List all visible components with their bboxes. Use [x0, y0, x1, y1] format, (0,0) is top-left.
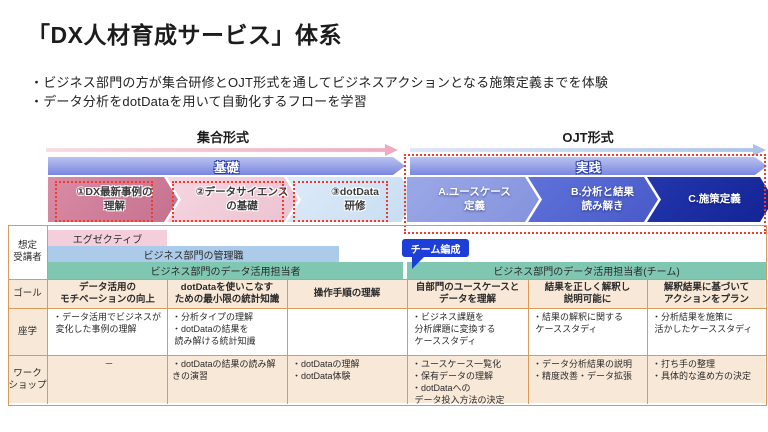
table-cell-goal-5: 結果を正しく解釈し 説明可能に — [544, 281, 631, 305]
grid-line — [8, 308, 766, 309]
group-training-phase-label: 集合形式 — [196, 130, 249, 145]
table-cell-goal-6: 解釈結果に基づいて アクションをプラン — [663, 281, 750, 305]
table-cell-goal-4: 自部門のユースケースと データを理解 — [415, 281, 520, 305]
step-chevron-analysis-results: B.分析と結果 読み解き — [528, 177, 661, 222]
step-chevron-usecase-definition: A.ユースケース 定義 — [407, 177, 542, 222]
ojt-phase-label: OJT形式 — [562, 130, 614, 145]
highlight-box-ojt-section — [404, 154, 766, 234]
audience-bar-managers: ビジネス部門の管理職 — [48, 246, 339, 262]
table-cell-lecture-1: ・データ活用でビジネスが 変化した事例の理解 — [53, 312, 162, 334]
grid-line — [8, 355, 766, 356]
table-cell-lecture-4: ・ビジネス課題を 分析課題に変換する ケーススタディ — [412, 312, 496, 346]
grid-line — [287, 279, 288, 404]
audience-bar-data-users-team: ビジネス部門のデータ活用担当者(チーム) — [407, 262, 766, 279]
basic-band-arrow: 基礎 — [48, 157, 405, 175]
table-cell-workshop-4: ・ユースケース一覧化 ・保有データの理解 ・dotDataへの データ投入方法の… — [412, 359, 505, 405]
table-cell-lecture-2: ・分析タイプの理解 ・dotDataの結果を 読み解ける統計知識 — [172, 312, 256, 346]
highlight-box-step-3 — [293, 181, 388, 222]
highlight-box-step-2 — [172, 181, 284, 222]
grid-line — [528, 279, 529, 404]
step-chevron-dx-cases: ①DX最新事例の 理解 — [48, 177, 181, 222]
table-cell-workshop-1: － — [104, 359, 114, 369]
intro-bullet-1: ・ビジネス部門の方が集合研修とOJT形式を通してビジネスアクションとなる施策定義… — [30, 75, 609, 90]
lecture-row-label: 座学 — [17, 325, 37, 337]
grid-line — [407, 279, 408, 404]
audience-bar-data-users: ビジネス部門のデータ活用担当者 — [48, 262, 403, 279]
workshop-row-label: ワーク ショップ — [8, 367, 47, 391]
step-chevron-data-science: ②データサイエンス の基礎 — [167, 177, 301, 222]
team-formation-callout-tail — [412, 256, 425, 269]
audience-row-label: 想定 受講者 — [13, 240, 42, 263]
goal-row-background — [9, 279, 765, 308]
step-chevron-dotdata-training: ③dotData 研修 — [287, 177, 407, 222]
highlight-box-step-1 — [55, 181, 153, 222]
basic-band-label: 基礎 — [213, 160, 239, 175]
practice-band-label: 実践 — [575, 160, 601, 175]
table-cell-goal-2: dotDataを使いこなす ための最小限の統計知識 — [174, 281, 280, 305]
table-cell-lecture-6: ・分析結果を施策に 活かしたケーススタディ — [652, 312, 753, 334]
table-cell-workshop-6: ・打ち手の整理 ・具体的な進め方の決定 — [652, 359, 752, 381]
practice-band-arrow: 実践 — [410, 157, 767, 175]
grid-line — [47, 225, 48, 404]
workshop-row-background — [9, 355, 765, 403]
step-chevron-action-definition: C.施策定義 — [647, 177, 766, 222]
table-cell-goal-1: データ活用の モチベーションの向上 — [60, 281, 155, 305]
curriculum-table — [8, 225, 767, 406]
table-cell-goal-3: 操作手順の理解 — [313, 287, 381, 299]
table-cell-workshop-2: ・dotDataの結果の読み解 きの演習 — [172, 359, 276, 381]
page-title: 「DX人材育成サービス」体系 — [27, 22, 342, 48]
table-cell-workshop-3: ・dotDataの理解 ・dotData体験 — [292, 359, 360, 381]
goal-row-label: ゴール — [13, 287, 42, 299]
grid-line — [8, 279, 766, 280]
lecture-label-background — [9, 308, 48, 355]
audience-bar-executive: エグゼクティブ — [48, 230, 167, 246]
grid-line — [647, 279, 648, 404]
table-cell-lecture-5: ・結果の解釈に関する ケーススタディ — [533, 312, 624, 334]
table-cell-workshop-5: ・データ分析結果の説明 ・精度改善・データ拡張 — [533, 359, 633, 381]
grid-line — [167, 279, 168, 404]
intro-bullet-2: ・データ分析をdotDataを用いて自動化するフローを学習 — [30, 94, 367, 109]
team-formation-callout: チーム編成 — [402, 239, 469, 257]
